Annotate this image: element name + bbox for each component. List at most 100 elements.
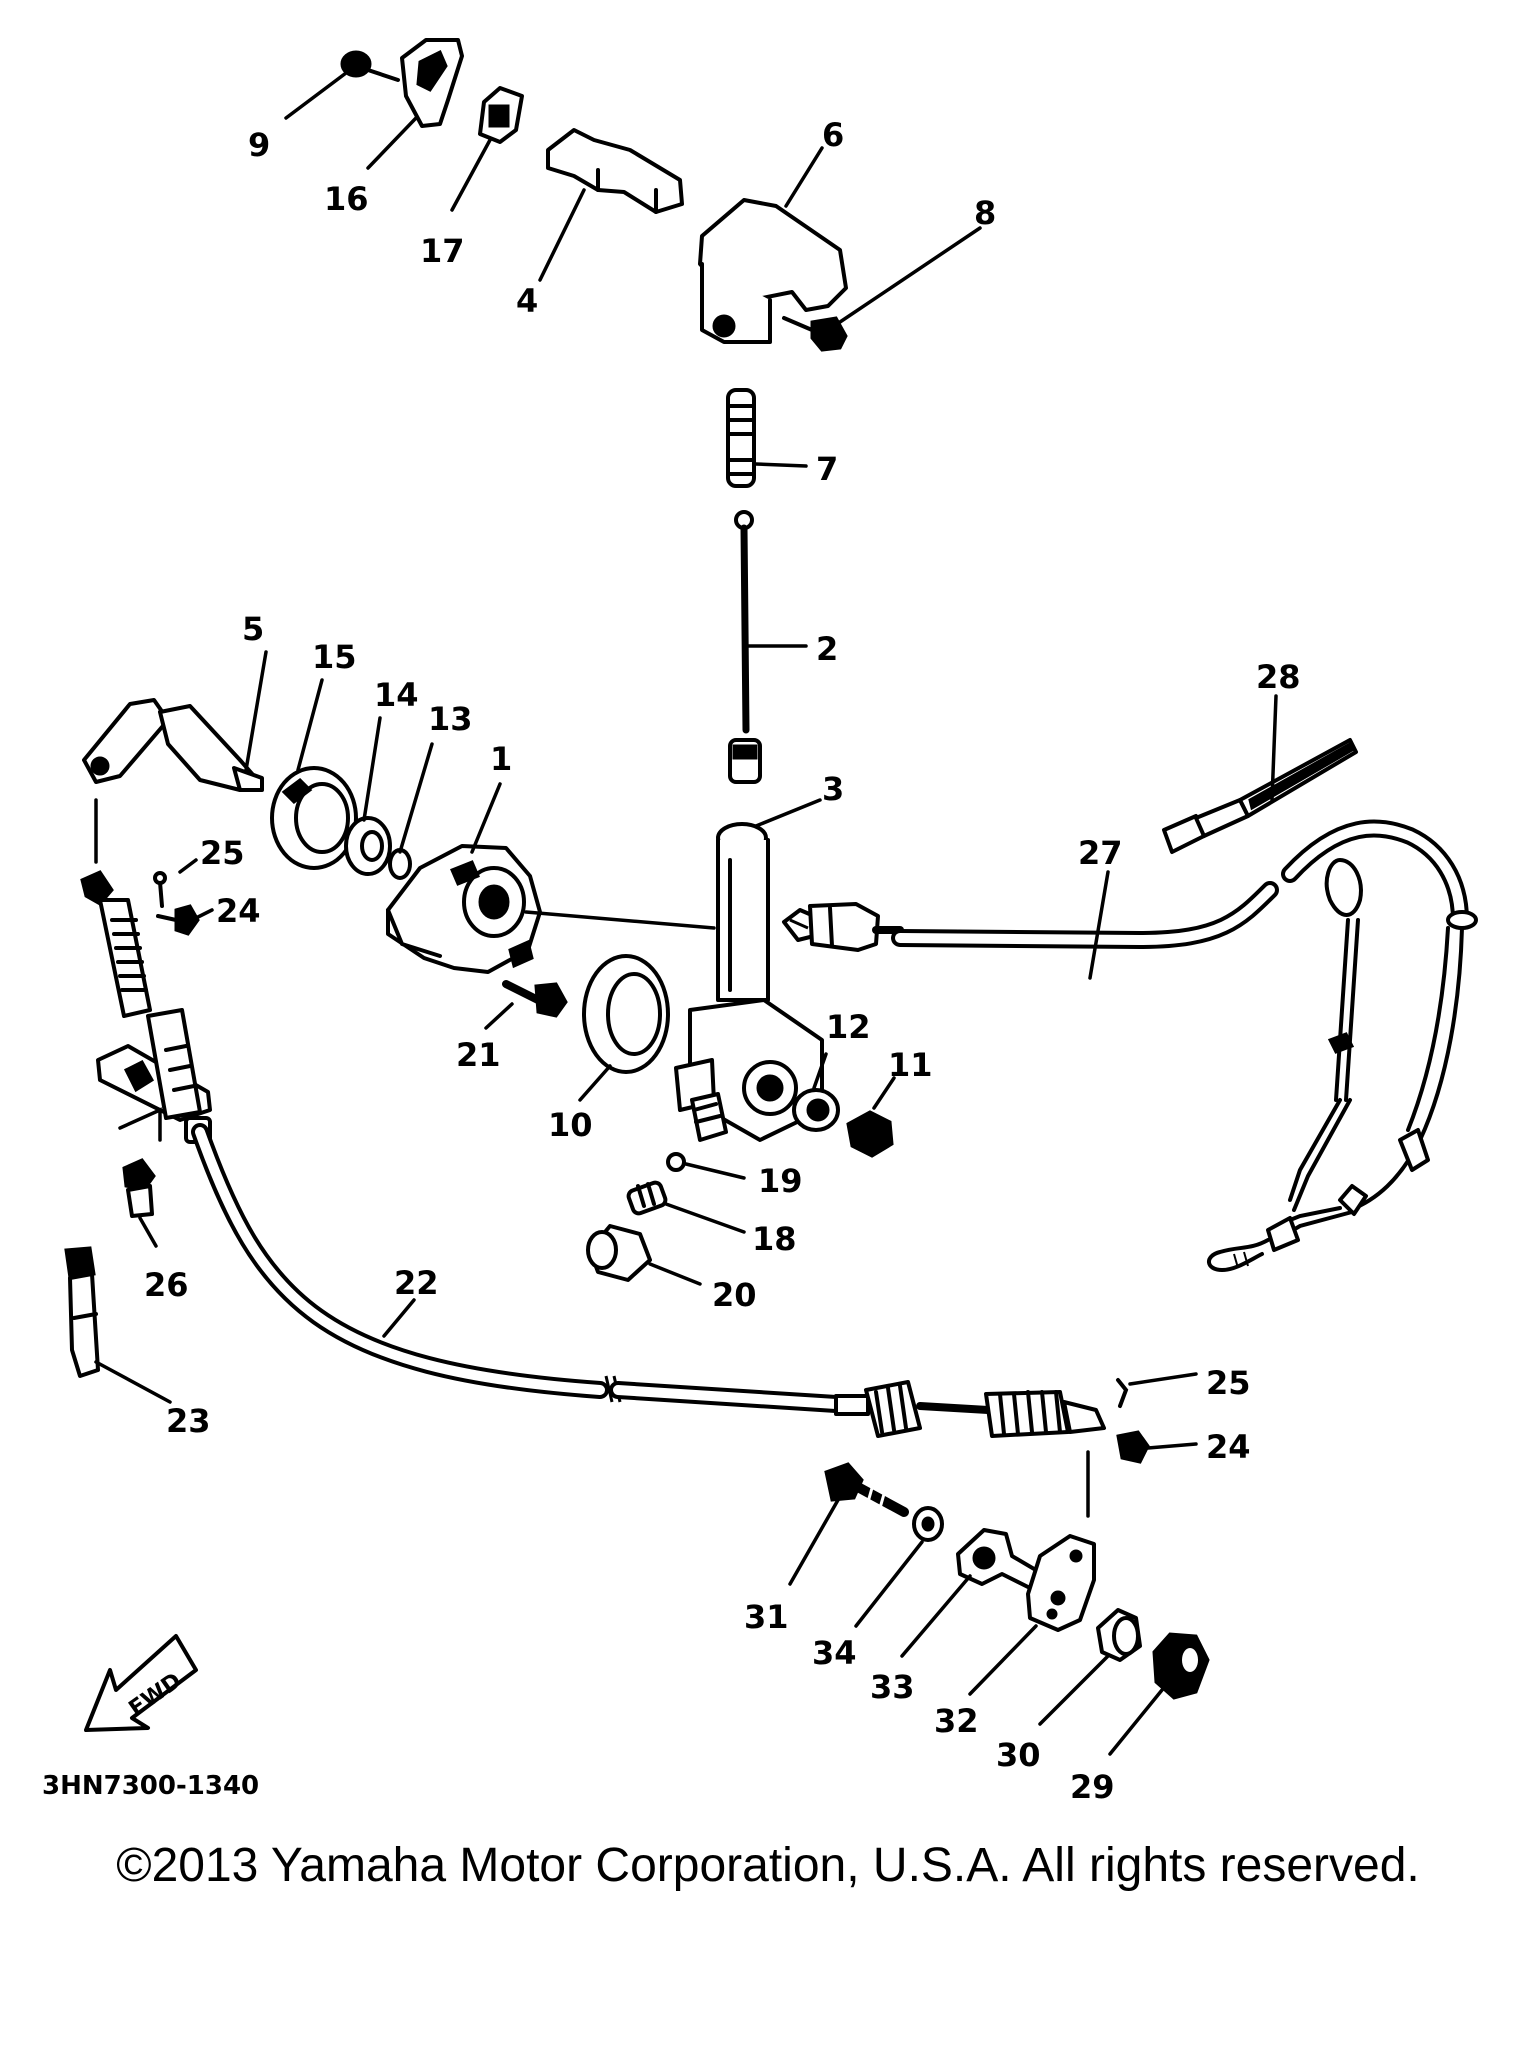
callout-21: 21 bbox=[456, 1036, 501, 1074]
part-21-bolt bbox=[502, 980, 568, 1018]
part-25-clip-right bbox=[1116, 1378, 1129, 1408]
part-9-screw bbox=[340, 50, 400, 82]
leader-6 bbox=[784, 146, 824, 208]
leader-11 bbox=[872, 1076, 896, 1110]
part-18-spring bbox=[626, 1180, 668, 1216]
leader-22 bbox=[382, 1298, 416, 1338]
leader-1 bbox=[470, 782, 502, 854]
cable-22 bbox=[191, 1123, 1106, 1518]
part-12-washer bbox=[792, 1088, 840, 1132]
callout-12: 12 bbox=[826, 1008, 871, 1046]
leader-24-left bbox=[194, 908, 214, 920]
leader-18 bbox=[664, 1202, 746, 1234]
part-30-collar bbox=[1096, 1608, 1142, 1662]
leader-31 bbox=[788, 1498, 840, 1586]
leader-3 bbox=[754, 798, 822, 828]
callout-22: 22 bbox=[394, 1264, 439, 1302]
leader-19 bbox=[684, 1162, 746, 1180]
leader-10 bbox=[578, 1064, 612, 1102]
part-16-bracket bbox=[400, 38, 464, 128]
callout-27: 27 bbox=[1078, 834, 1123, 872]
copyright-notice: ©2013 Yamaha Motor Corporation, U.S.A. A… bbox=[116, 1839, 1420, 1892]
part-24-pin-right bbox=[1116, 1430, 1150, 1464]
callout-16: 16 bbox=[324, 180, 369, 218]
leader-21 bbox=[484, 1002, 514, 1030]
leader-12 bbox=[812, 1052, 828, 1090]
leader-27 bbox=[1088, 870, 1110, 980]
callout-3: 3 bbox=[822, 770, 844, 808]
callout-4: 4 bbox=[516, 282, 538, 320]
callout-24-left: 24 bbox=[216, 892, 261, 930]
leader-8 bbox=[838, 226, 982, 324]
part-24-pin-left bbox=[156, 904, 200, 936]
callout-17: 17 bbox=[420, 232, 465, 270]
callout-5: 5 bbox=[242, 610, 264, 648]
leader-30 bbox=[1038, 1654, 1110, 1726]
part-14-washer bbox=[344, 816, 392, 876]
part-13-o-ring bbox=[388, 848, 412, 880]
leader-33 bbox=[900, 1574, 972, 1658]
callout-1: 1 bbox=[490, 740, 512, 778]
leader-15 bbox=[296, 678, 324, 772]
callout-24-right: 24 bbox=[1206, 1428, 1251, 1466]
leader-26 bbox=[138, 1216, 158, 1248]
part-25-clip-left bbox=[153, 871, 167, 908]
part-10-seal bbox=[582, 954, 670, 1074]
callout-10: 10 bbox=[548, 1106, 593, 1144]
leader-9 bbox=[284, 68, 352, 120]
leader-17 bbox=[450, 138, 492, 212]
leader-25-right bbox=[1128, 1372, 1198, 1386]
callout-11: 11 bbox=[888, 1046, 933, 1084]
callout-14: 14 bbox=[374, 676, 419, 714]
part-28-tie-strap bbox=[1162, 738, 1358, 854]
callout-7: 7 bbox=[816, 450, 838, 488]
leader-34 bbox=[854, 1540, 924, 1628]
leader-32 bbox=[968, 1624, 1038, 1696]
callout-29: 29 bbox=[1070, 1768, 1115, 1806]
part-31-bolt bbox=[824, 1462, 909, 1517]
callout-15: 15 bbox=[312, 638, 357, 676]
leader-13 bbox=[398, 742, 434, 854]
callout-2: 2 bbox=[816, 630, 838, 668]
leader-23 bbox=[94, 1360, 172, 1404]
part-3-shaft bbox=[716, 822, 770, 1002]
part-6-cap bbox=[698, 198, 848, 344]
leader-25-left bbox=[178, 858, 198, 874]
callout-33: 33 bbox=[870, 1668, 915, 1706]
part-4-block bbox=[546, 128, 684, 214]
callout-20: 20 bbox=[712, 1276, 757, 1314]
callout-26: 26 bbox=[144, 1266, 189, 1304]
callout-34: 34 bbox=[812, 1634, 857, 1672]
cable-22-left-end bbox=[80, 798, 212, 1144]
leader-20 bbox=[648, 1262, 702, 1286]
callout-32: 32 bbox=[934, 1702, 979, 1740]
callout-13: 13 bbox=[428, 700, 473, 738]
leader-24-right bbox=[1146, 1442, 1198, 1450]
callout-25-left: 25 bbox=[200, 834, 245, 872]
fwd-arrow-icon: FWD bbox=[84, 1634, 198, 1732]
part-5-lever-shaft bbox=[82, 698, 264, 792]
callout-6: 6 bbox=[822, 116, 844, 154]
part-7-stud bbox=[726, 388, 756, 488]
part-29-cap bbox=[1152, 1632, 1210, 1700]
leader-16 bbox=[366, 116, 418, 170]
callout-30: 30 bbox=[996, 1736, 1041, 1774]
part-17-grommet bbox=[478, 86, 524, 144]
part-32-plate bbox=[1026, 1534, 1096, 1632]
part-8-bolt bbox=[782, 316, 848, 352]
callout-23: 23 bbox=[166, 1402, 211, 1440]
drawing-code: 3HN7300-1340 bbox=[42, 1771, 259, 1801]
part-26-fitting bbox=[122, 1158, 156, 1218]
part-2-rod bbox=[728, 510, 762, 784]
callout-19: 19 bbox=[758, 1162, 803, 1200]
leader-7 bbox=[754, 462, 808, 468]
callout-9: 9 bbox=[248, 126, 270, 164]
callout-18: 18 bbox=[752, 1220, 797, 1258]
callout-8: 8 bbox=[974, 194, 996, 232]
part-15-bushing bbox=[270, 766, 358, 870]
part-19-ball bbox=[666, 1152, 686, 1172]
cable-27 bbox=[782, 819, 1478, 1273]
leader-5 bbox=[244, 650, 268, 772]
